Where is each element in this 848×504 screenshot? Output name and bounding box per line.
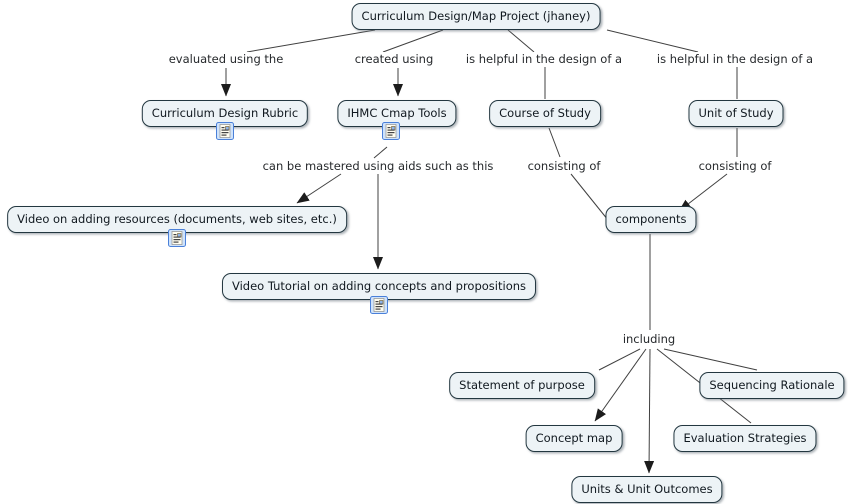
node-video-on-adding-resources[interactable]: Video on adding resources (documents, we…: [7, 206, 347, 233]
node-unit-of-study[interactable]: Unit of Study: [688, 100, 784, 127]
node-course-of-study[interactable]: Course of Study: [489, 100, 601, 127]
linking-phrase-can-be-mastered[interactable]: can be mastered using aids such as this: [259, 159, 497, 173]
node-concept-map[interactable]: Concept map: [525, 425, 623, 452]
link-mastered-video-resources: [296, 173, 342, 204]
link-consisting1-components: [570, 173, 609, 221]
resource-icon[interactable]: [216, 122, 234, 140]
link-ihmc-mastered: [373, 146, 388, 159]
linking-phrase-consisting-of-2[interactable]: consisting of: [695, 159, 775, 173]
link-root-helpful1: [507, 29, 535, 53]
link-course-consisting1: [548, 127, 561, 158]
node-curriculum-design-map-project[interactable]: Curriculum Design/Map Project (jhaney): [351, 3, 601, 30]
link-including-unitsoutcomes: [644, 348, 655, 474]
node-evaluation-strategies[interactable]: Evaluation Strategies: [673, 425, 817, 452]
resource-icon[interactable]: [168, 229, 186, 247]
link-root-created: [382, 29, 444, 53]
linking-phrase-created-using[interactable]: created using: [351, 52, 437, 66]
linking-phrase-evaluated-using-the[interactable]: evaluated using the: [165, 52, 287, 66]
node-units-and-unit-outcomes[interactable]: Units & Unit Outcomes: [571, 476, 723, 503]
node-video-tutorial[interactable]: Video Tutorial on adding concepts and pr…: [221, 273, 537, 300]
resource-icon[interactable]: [370, 296, 388, 314]
link-root-helpful2: [606, 29, 699, 53]
link-root-evaluated: [246, 29, 376, 53]
node-sequencing-rationale[interactable]: Sequencing Rationale: [699, 372, 845, 399]
node-components[interactable]: components: [605, 206, 697, 233]
resource-icon[interactable]: [382, 122, 400, 140]
linking-phrase-is-helpful-in-design-2[interactable]: is helpful in the design of a: [653, 52, 817, 66]
linking-phrase-is-helpful-in-design-1[interactable]: is helpful in the design of a: [462, 52, 626, 66]
link-including-conceptmap: [594, 348, 647, 422]
linking-phrase-including[interactable]: including: [619, 332, 679, 346]
link-including-sequencing: [663, 348, 758, 371]
link-consisting2-components: [678, 173, 728, 212]
linking-phrase-consisting-of-1[interactable]: consisting of: [524, 159, 604, 173]
link-including-statement: [598, 348, 641, 371]
node-statement-of-purpose[interactable]: Statement of purpose: [449, 372, 595, 399]
